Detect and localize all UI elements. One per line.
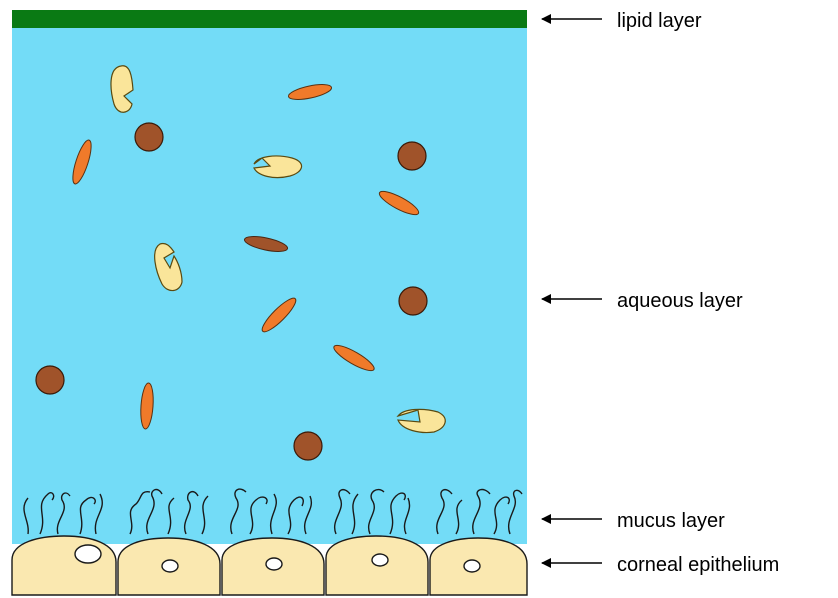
cell-nucleus xyxy=(372,554,388,566)
brown-particle xyxy=(294,432,322,460)
corneal-epithelium-label: corneal epithelium xyxy=(617,554,779,576)
yellow-particle xyxy=(254,156,302,178)
yellow-particle xyxy=(111,66,133,112)
labels: lipid layer aqueous layer mucus layer co… xyxy=(542,10,779,576)
cell-nucleus xyxy=(75,545,101,563)
lipid-layer-label: lipid layer xyxy=(617,10,702,32)
brown-particle xyxy=(399,287,427,315)
epithelial-cell xyxy=(12,536,116,595)
cell-nucleus xyxy=(162,560,178,572)
mucus-layer-label: mucus layer xyxy=(617,510,725,532)
lipid-layer xyxy=(12,10,527,28)
aqueous-layer xyxy=(12,26,527,544)
aqueous-layer-label: aqueous layer xyxy=(617,290,743,312)
brown-particle xyxy=(135,123,163,151)
cell-nucleus xyxy=(266,558,282,570)
brown-particle xyxy=(36,366,64,394)
corneal-epithelium xyxy=(12,536,527,595)
cell-nucleus xyxy=(464,560,480,572)
brown-particle xyxy=(398,142,426,170)
